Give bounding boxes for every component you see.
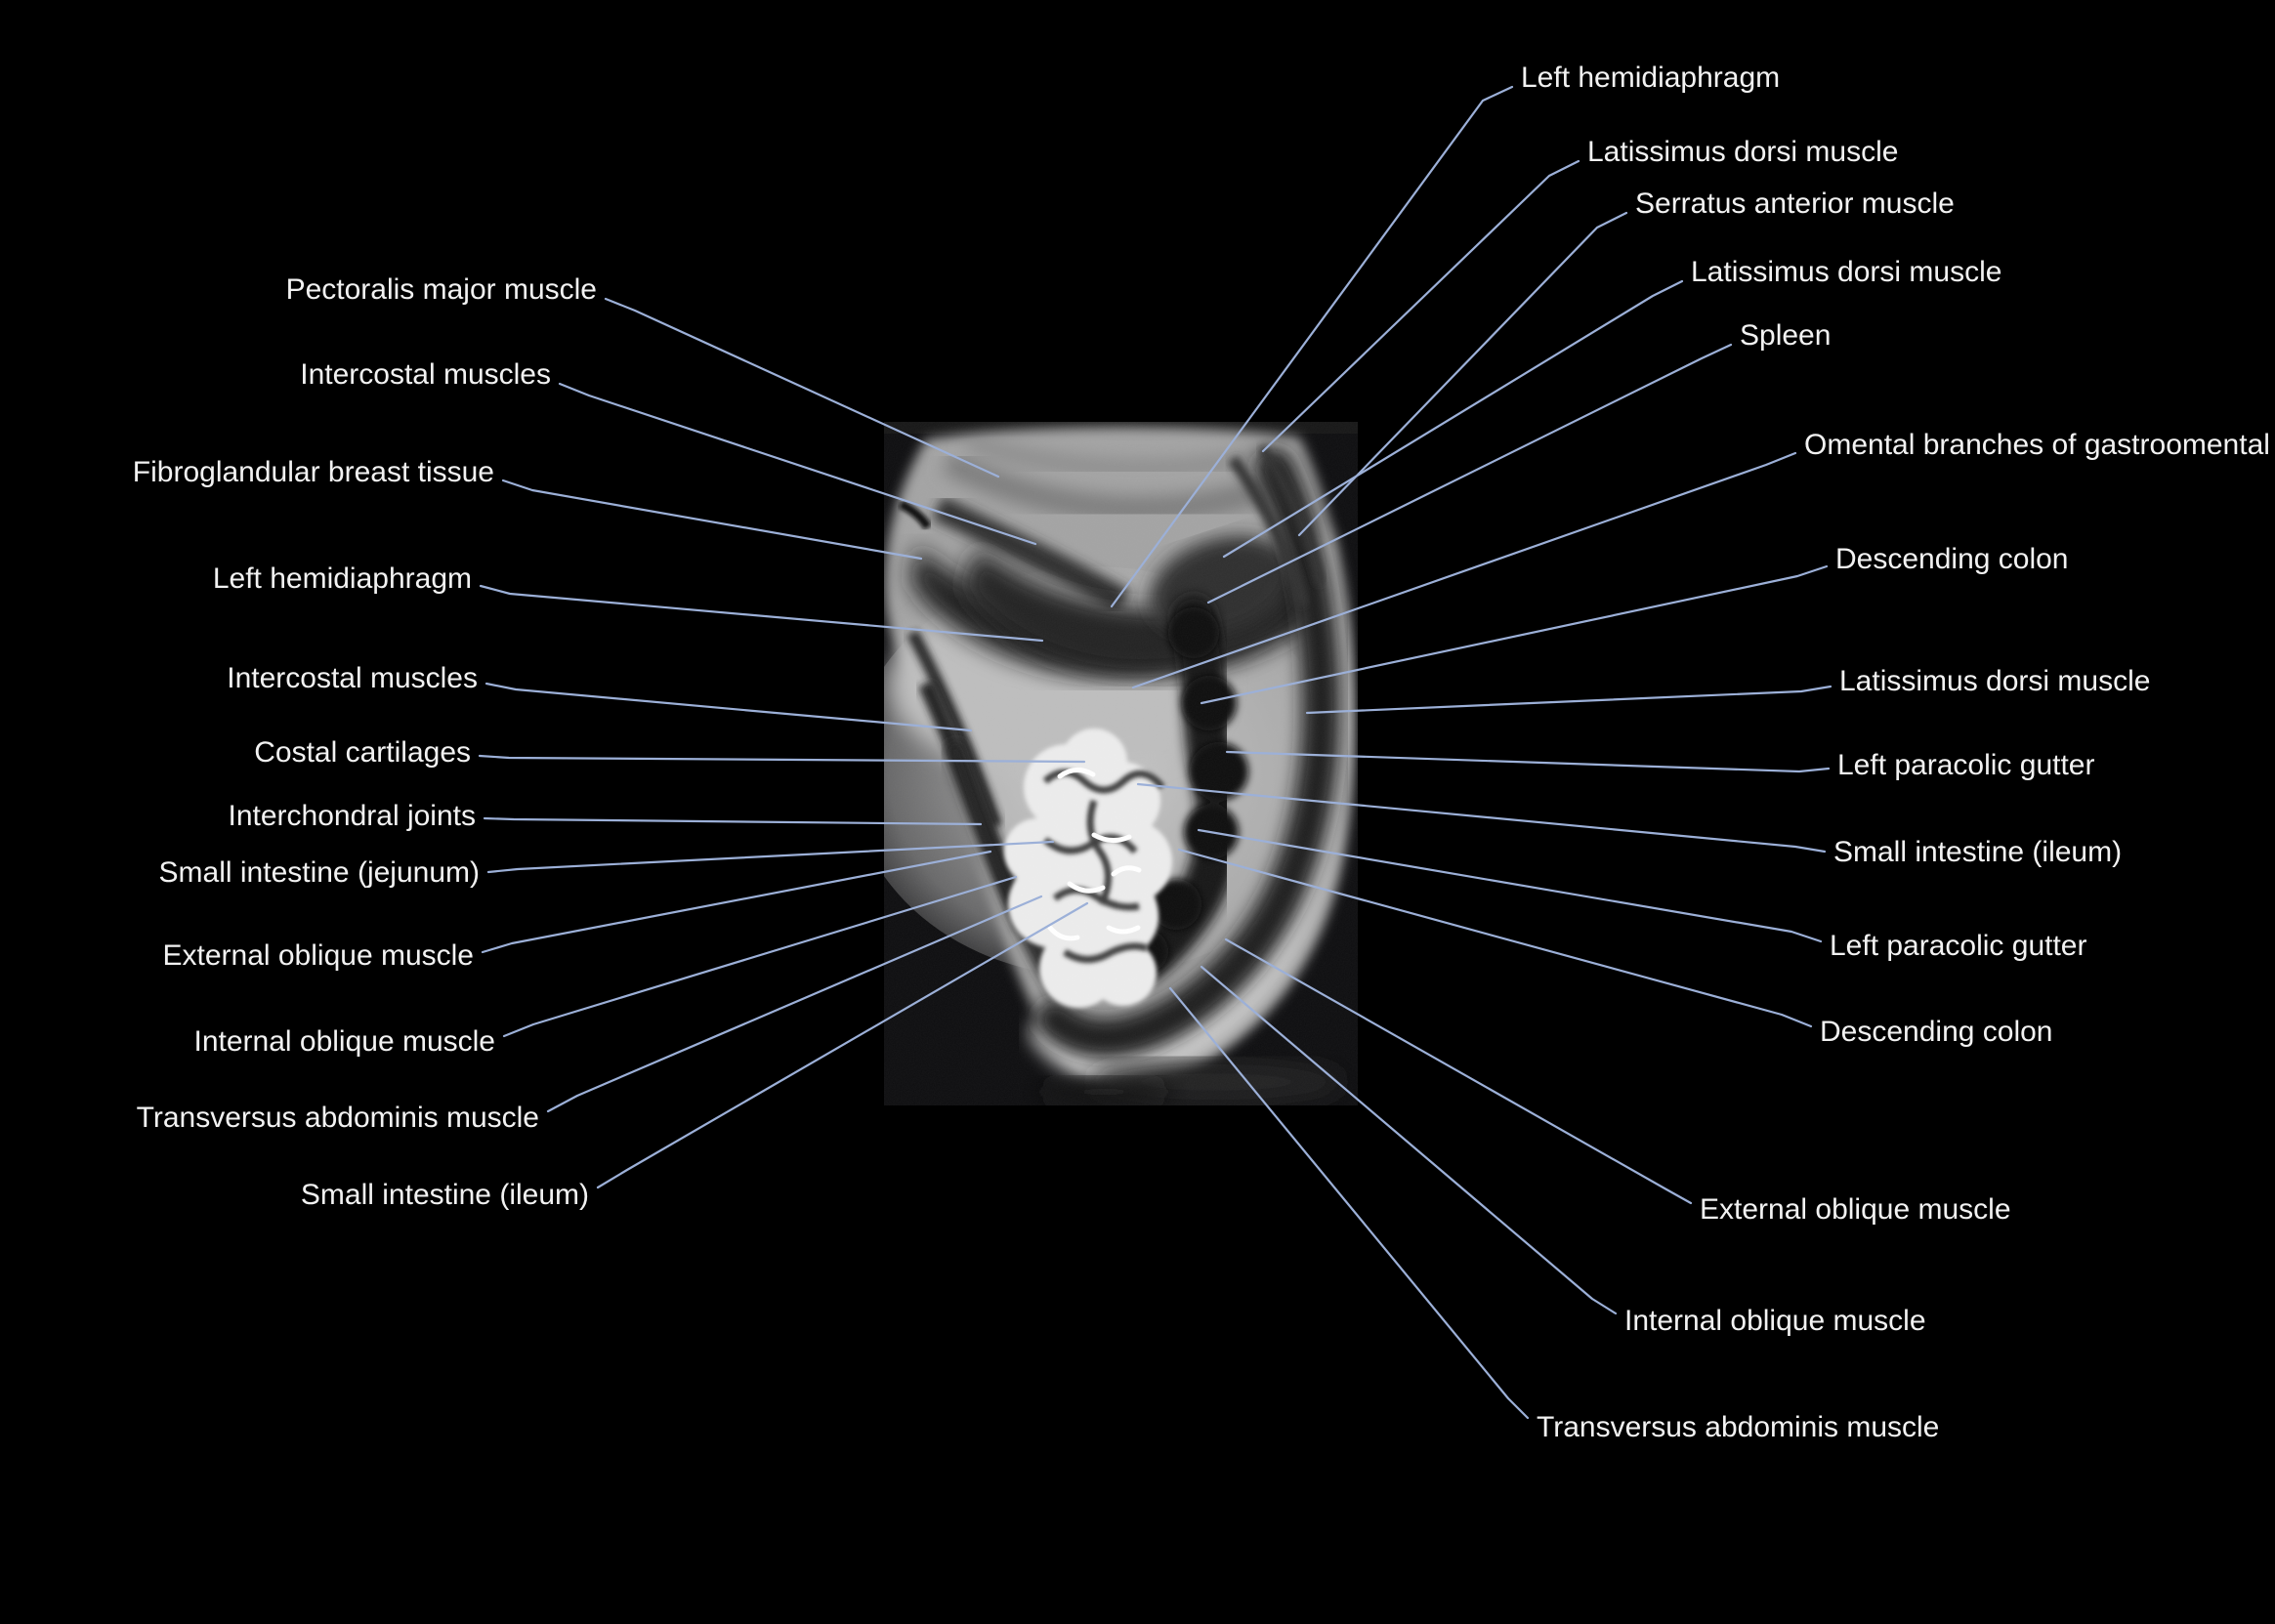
leader-line (502, 875, 1018, 1038)
mri-scan (884, 422, 1358, 1105)
leader-line (1261, 159, 1580, 453)
leader-line (558, 382, 1037, 546)
leader-line (1200, 965, 1618, 1315)
leader-line (484, 682, 973, 732)
leader-line (1206, 343, 1733, 604)
leader-line (1224, 937, 1693, 1205)
leader-line (1222, 279, 1684, 559)
leader-line (1225, 750, 1831, 773)
leader-line (479, 584, 1044, 643)
leader-line (546, 895, 1043, 1113)
leader-line (1136, 782, 1827, 854)
leader-line (1168, 986, 1530, 1420)
leader-line (604, 297, 1000, 479)
leader-line (596, 901, 1089, 1189)
leader-line (1305, 685, 1833, 715)
leader-line (501, 479, 923, 561)
leader-line (481, 850, 992, 954)
leader-line (1110, 85, 1514, 608)
leader-line (1177, 848, 1813, 1028)
leader-line (1197, 828, 1823, 943)
leader-line (1297, 211, 1628, 537)
leader-line (478, 754, 1086, 764)
leader-line (1131, 451, 1797, 689)
leader-line (483, 816, 983, 826)
leader-lines (478, 85, 1833, 1420)
leader-line (1200, 564, 1829, 705)
leader-line (486, 840, 1055, 874)
